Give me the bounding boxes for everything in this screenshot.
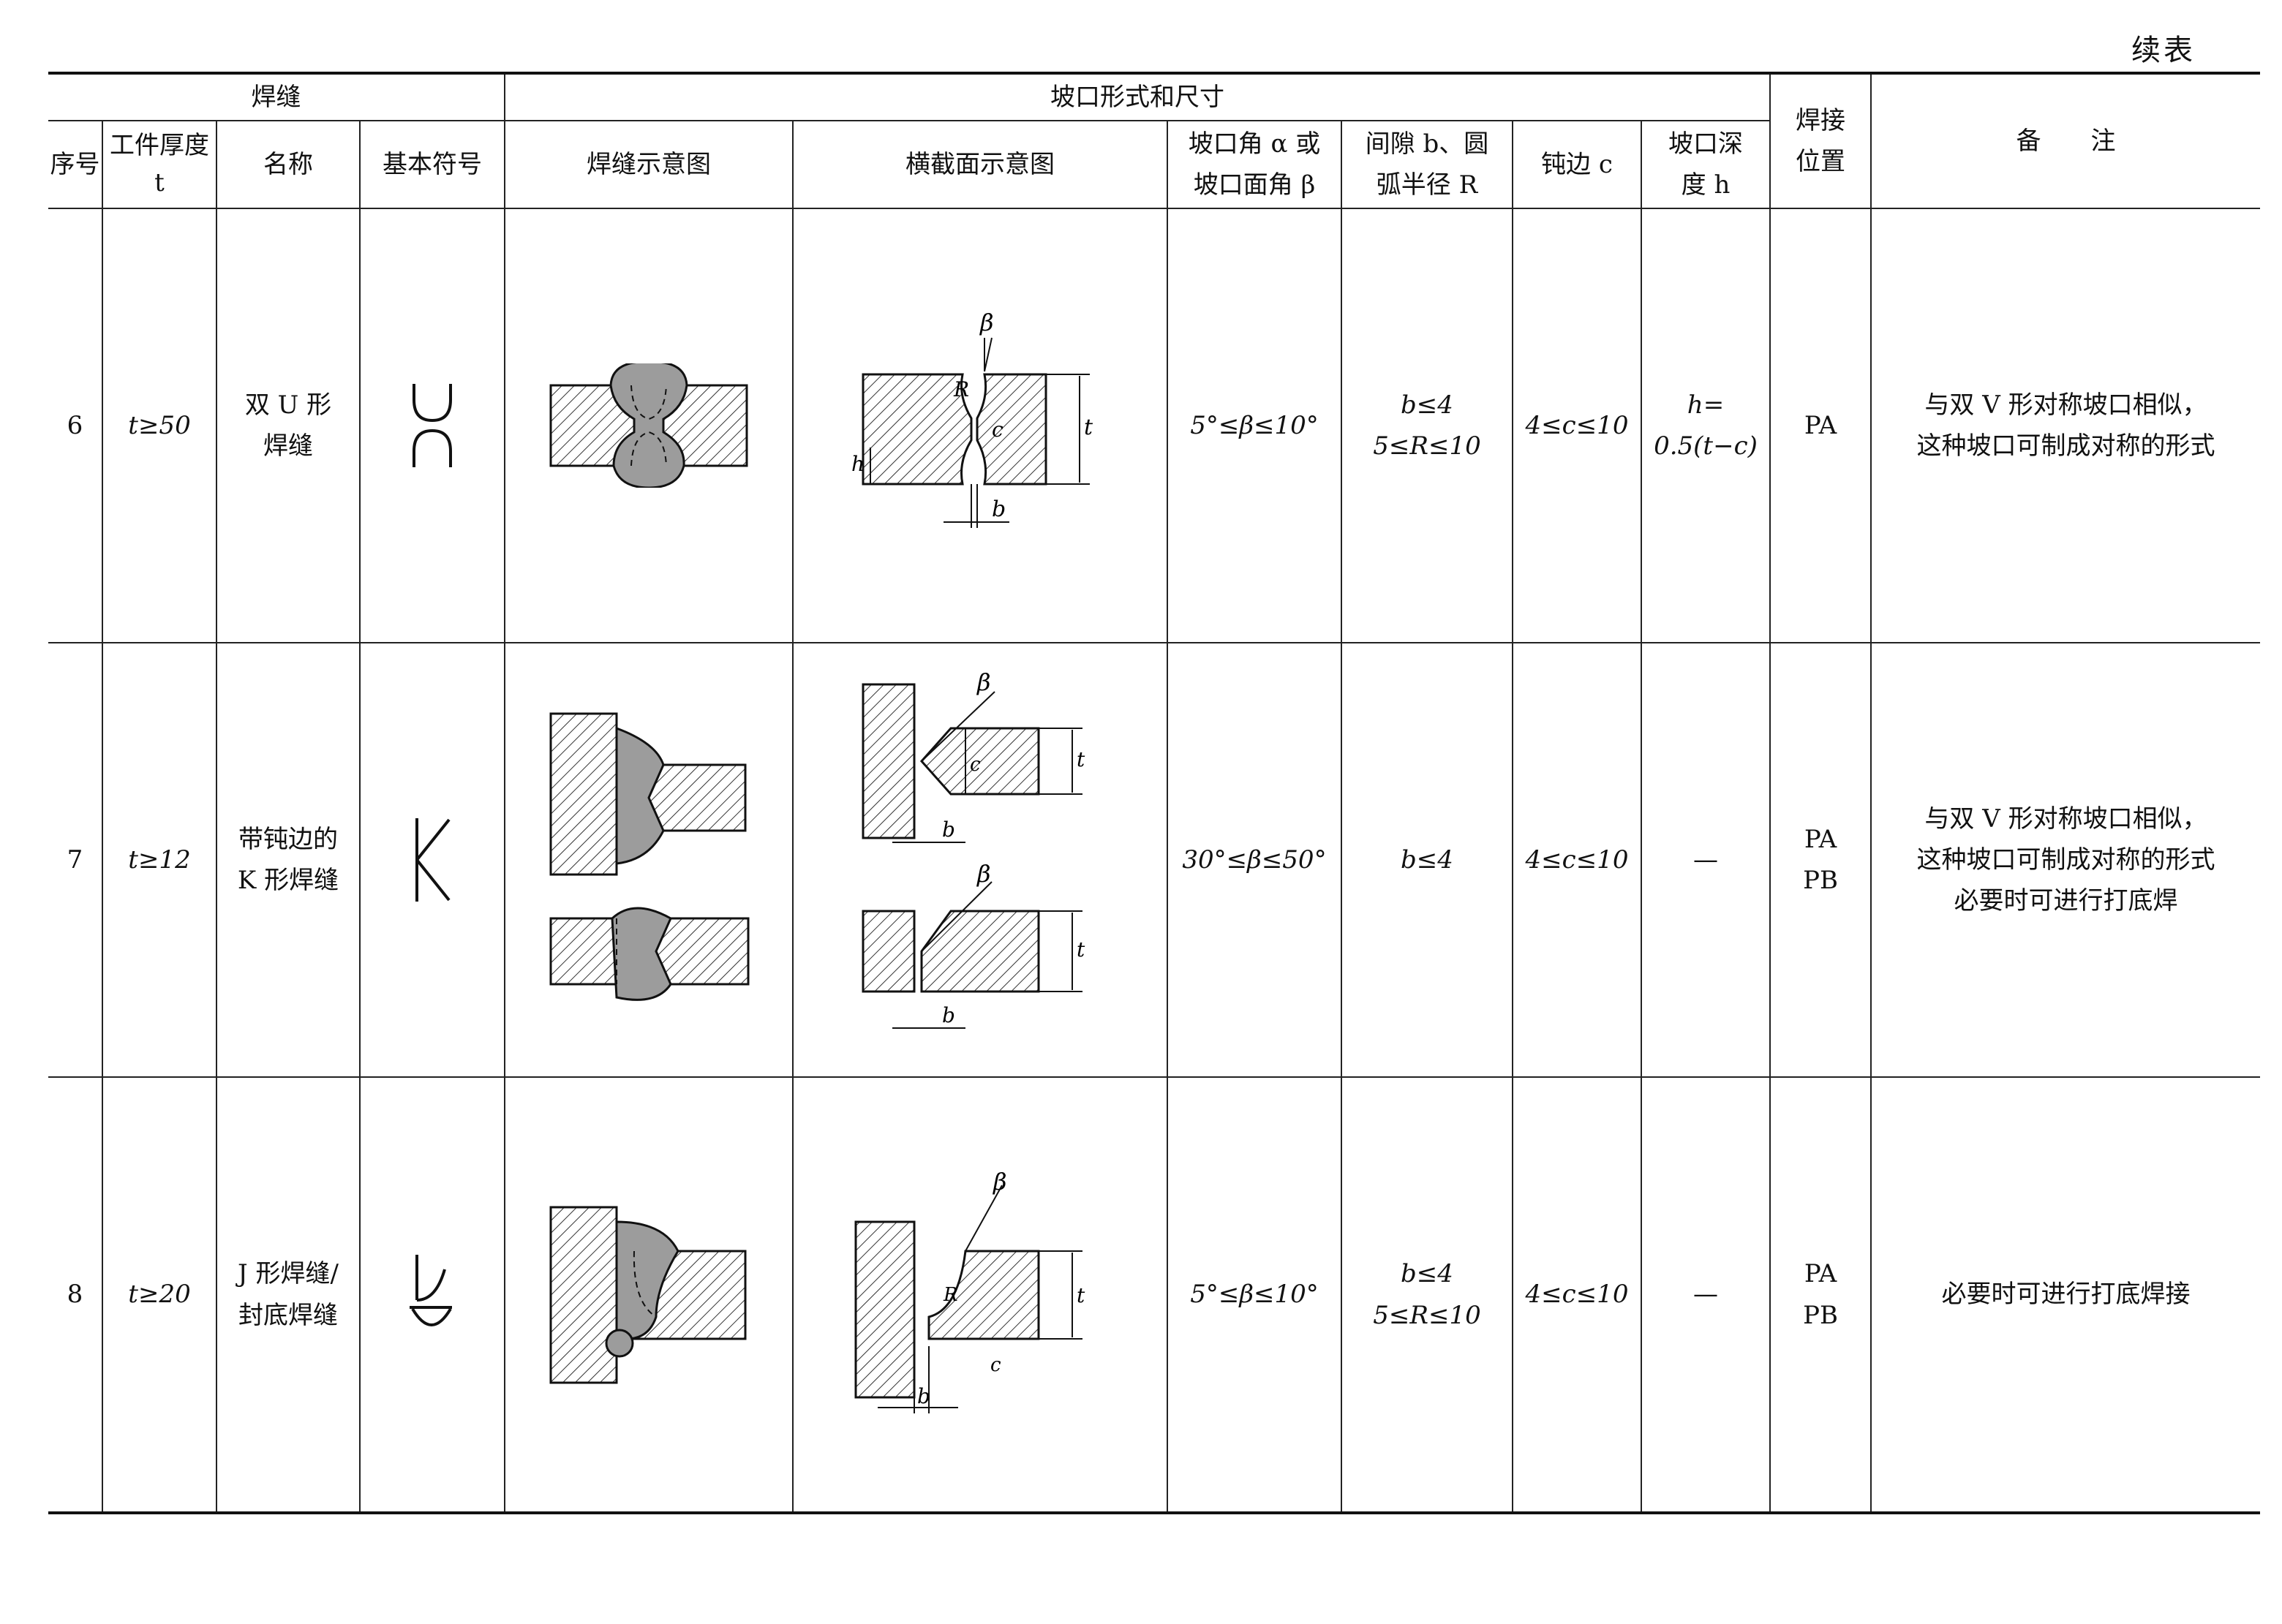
cell-root-face: 4≤c≤10 <box>1512 642 1642 1078</box>
cell-remarks: 必要时可进行打底焊接 <box>1870 1076 2260 1514</box>
cell-remarks: 与双 V 形对称坡口相似， 这种坡口可制成对称的形式 <box>1870 208 2260 643</box>
t-label: t <box>1077 937 1085 962</box>
cell-position: PA PB <box>1769 1076 1872 1514</box>
cell-cross-section: β R t c b <box>792 1076 1168 1514</box>
header-cross-section: 横截面示意图 <box>792 120 1168 209</box>
continued-table-label: 续表 <box>2131 34 2196 67</box>
cell-root-face: 4≤c≤10 <box>1512 1076 1642 1514</box>
double-u-cross-section: t β R c h b <box>851 309 1093 528</box>
c-label: c <box>970 754 981 776</box>
cell-gap: b≤4 5≤R≤10 <box>1341 208 1513 643</box>
cell-name: J 形焊缝/ 封底焊缝 <box>216 1076 361 1514</box>
k-weld-diagram <box>549 712 750 1001</box>
table-row: 8 t≥20 J 形焊缝/ 封底焊缝 <box>48 1076 2260 1514</box>
header-remarks: 备 注 <box>1870 72 2260 209</box>
b-label: b <box>942 817 955 842</box>
header-depth: 坡口深 度 h <box>1641 120 1770 209</box>
beta-label: β <box>976 670 991 696</box>
welding-groove-table: 焊缝 坡口形式和尺寸 焊接 位置 备 注 序号 工件厚度 t 名称 基本符号 焊… <box>48 72 2260 1514</box>
cell-seq: 6 <box>48 208 103 643</box>
cell-seq: 8 <box>48 1076 103 1514</box>
cell-symbol <box>359 1076 505 1514</box>
r-label: R <box>943 1284 958 1306</box>
cell-angle: 30°≤β≤50° <box>1167 642 1342 1078</box>
header-weld-diagram: 焊缝示意图 <box>504 120 794 209</box>
table-row: 7 t≥12 带钝边的 K 形焊缝 <box>48 642 2260 1078</box>
cell-gap: b≤4 5≤R≤10 <box>1341 1076 1513 1514</box>
cell-cross-section: β c t b β t b <box>792 642 1168 1078</box>
beta-label: β <box>976 860 991 888</box>
header-position: 焊接 位置 <box>1769 72 1872 209</box>
cell-weld-diagram <box>504 1076 794 1514</box>
cell-root-face: 4≤c≤10 <box>1512 208 1642 643</box>
b-label: b <box>992 496 1006 522</box>
k-cross-section: β c t b β t b <box>862 670 1085 1029</box>
cell-remarks: 与双 V 形对称坡口相似， 这种坡口可制成对称的形式 必要时可进行打底焊 <box>1870 642 2260 1078</box>
double-u-weld-diagram <box>549 363 748 488</box>
cell-cross-section: t β R c h b <box>792 208 1168 643</box>
double-u-weld-symbol-icon <box>413 384 452 467</box>
cell-position: PA PB <box>1769 642 1872 1078</box>
b-label: b <box>917 1384 930 1408</box>
header-angle: 坡口角 α 或 坡口面角 β <box>1167 120 1342 209</box>
c-label: c <box>990 1354 1001 1376</box>
cell-depth: — <box>1641 1076 1771 1514</box>
cell-angle: 5°≤β≤10° <box>1167 208 1342 643</box>
j-weld-diagram <box>549 1206 747 1383</box>
header-group-weld: 焊缝 <box>48 72 505 121</box>
header-group-groove: 坡口形式和尺寸 <box>504 72 1771 121</box>
beta-label: β <box>979 309 994 336</box>
cell-seq: 7 <box>48 642 103 1078</box>
cell-gap: b≤4 <box>1341 642 1513 1078</box>
cell-weld-diagram <box>504 642 794 1078</box>
j-weld-with-backing-symbol-icon <box>410 1254 452 1326</box>
header-row-groups: 焊缝 坡口形式和尺寸 焊接 位置 备 注 <box>48 72 2260 209</box>
cell-name: 双 U 形 焊缝 <box>216 208 361 643</box>
cell-name: 带钝边的 K 形焊缝 <box>216 642 361 1078</box>
header-gap: 间隙 b、圆 弧半径 R <box>1341 120 1513 209</box>
cell-thickness: t≥50 <box>102 208 217 643</box>
cell-symbol <box>359 208 505 643</box>
cell-depth: — <box>1641 642 1771 1078</box>
b-label: b <box>942 1003 955 1027</box>
cell-thickness: t≥12 <box>102 642 217 1078</box>
t-label: t <box>1077 1283 1085 1307</box>
t-label: t <box>1084 415 1093 440</box>
header-name: 名称 <box>216 120 361 209</box>
r-label: R <box>953 377 969 401</box>
h-label: h <box>851 452 865 476</box>
header-root-face: 钝边 c <box>1512 120 1642 209</box>
t-label: t <box>1077 747 1085 771</box>
header-seq: 序号 <box>48 120 103 209</box>
c-label: c <box>992 418 1003 442</box>
cell-depth: h= 0.5(t−c) <box>1641 208 1771 643</box>
header-symbol: 基本符号 <box>359 120 505 209</box>
beta-label: β <box>993 1171 1007 1196</box>
j-cross-section: β R t c b <box>854 1171 1085 1413</box>
cell-position: PA <box>1769 208 1872 643</box>
cell-angle: 5°≤β≤10° <box>1167 1076 1342 1514</box>
cell-weld-diagram <box>504 208 794 643</box>
k-weld-symbol-icon <box>415 818 451 902</box>
cell-thickness: t≥20 <box>102 1076 217 1514</box>
header-thickness: 工件厚度 t <box>102 120 217 209</box>
table-row: 6 t≥50 双 U 形 焊缝 <box>48 208 2260 643</box>
header-row-columns: 序号 工件厚度 t 名称 基本符号 焊缝示意图 横截面示意图 坡口角 α 或 坡… <box>48 120 2260 209</box>
cell-symbol <box>359 642 505 1078</box>
